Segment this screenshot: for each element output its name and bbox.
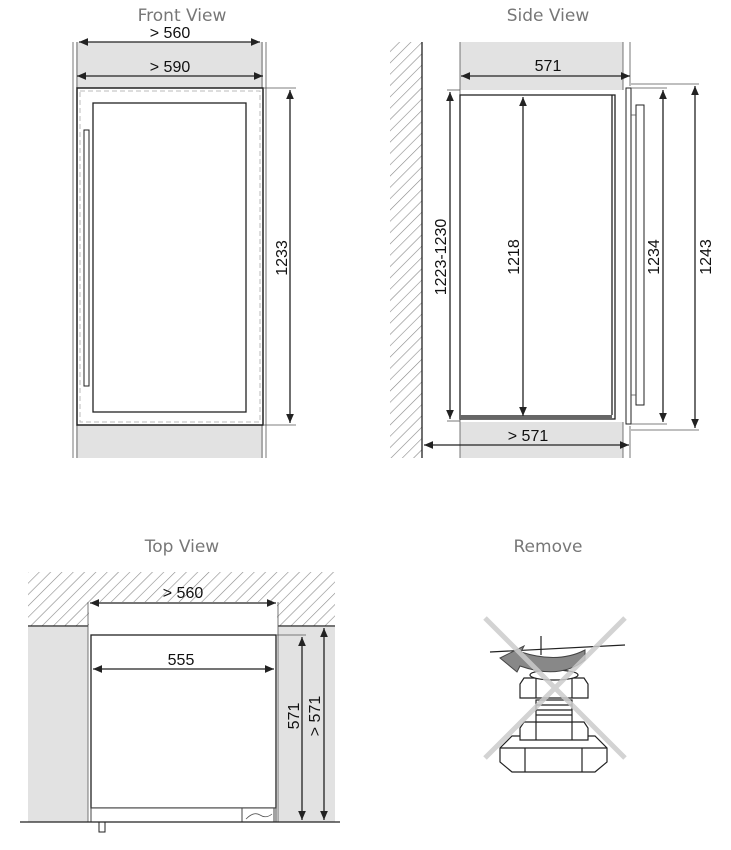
top-niche-depth-label: > 571 xyxy=(307,696,324,737)
side-view: Side View 571 1223-1230 1218 1234 1243 >… xyxy=(390,6,715,458)
side-depth-label: 571 xyxy=(535,58,562,75)
left-cabinet xyxy=(28,627,88,822)
handle-side xyxy=(635,104,645,406)
side-niche-height-label: 1223-1230 xyxy=(433,219,450,296)
base-strip xyxy=(460,415,612,419)
front-height-label: 1233 xyxy=(274,240,291,276)
side-niche-depth-label: > 571 xyxy=(508,428,549,445)
cabinet-top-panel xyxy=(76,42,263,88)
top-view: Top View > 560 555 571 > 571 xyxy=(20,537,340,833)
hinge xyxy=(241,807,275,823)
top-depth-label: 571 xyxy=(286,703,303,730)
cabinet-bottom-panel xyxy=(460,422,623,458)
front-niche-width-label: > 560 xyxy=(150,25,191,42)
remove-title: Remove xyxy=(514,537,583,557)
appliance-body xyxy=(459,94,616,420)
top-width-label: 555 xyxy=(168,652,195,669)
front-cabinet-width-label: > 590 xyxy=(150,59,191,76)
side-total-height-label: 1243 xyxy=(698,239,715,275)
appliance-top xyxy=(90,634,277,809)
cabinet-bottom-panel xyxy=(76,425,263,458)
top-niche-width-label: > 560 xyxy=(163,585,204,602)
cabinet-top-panel xyxy=(460,42,623,90)
top-view-title: Top View xyxy=(144,537,220,557)
front-view-title: Front View xyxy=(138,6,227,26)
front-view: Front View > 560 > 590 1233 xyxy=(72,6,296,458)
wall-hatch xyxy=(390,42,422,458)
foot xyxy=(98,821,106,833)
side-view-title: Side View xyxy=(507,6,590,26)
door-handle xyxy=(83,129,90,387)
door-glass xyxy=(92,102,247,413)
side-body-height-label: 1218 xyxy=(506,239,523,275)
cross-icon xyxy=(483,616,627,760)
leveling-foot-icon xyxy=(489,636,626,773)
side-door-height-label: 1234 xyxy=(646,239,663,275)
remove-view: Remove xyxy=(483,537,627,773)
door-side xyxy=(625,87,632,425)
